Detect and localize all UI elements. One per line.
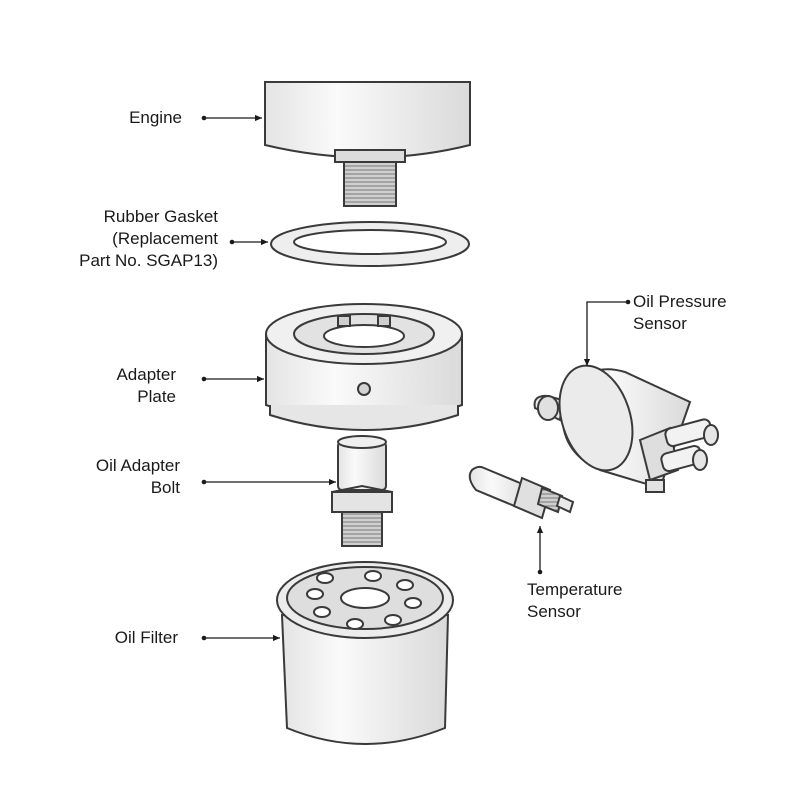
adapter-plate-label: Adapter Plate xyxy=(80,364,176,408)
adapter-plate-label-line-1: Adapter xyxy=(116,365,176,384)
temperature-sensor-part xyxy=(468,465,575,520)
pressure-sensor-label-line-1: Oil Pressure xyxy=(633,292,727,311)
gasket-part xyxy=(270,221,470,267)
gasket-label-line-2: (Replacement xyxy=(112,229,218,248)
adapter-bolt-part xyxy=(331,435,393,547)
adapter-bolt-label-line-2: Bolt xyxy=(150,478,180,497)
gasket-label-line-3: Part No. SGAP13) xyxy=(79,251,218,270)
engine-label: Engine xyxy=(100,107,182,129)
pressure-sensor-label-line-2: Sensor xyxy=(633,314,687,333)
temperature-sensor-label-line-2: Sensor xyxy=(527,602,581,621)
adapter-bolt-label-line-1: Oil Adapter xyxy=(95,456,180,475)
oil-filter-label: Oil Filter xyxy=(80,627,178,649)
leader-lines xyxy=(204,114,628,642)
gasket-label-line-1: Rubber Gasket xyxy=(103,207,218,226)
pressure-sensor-part xyxy=(533,364,719,493)
temperature-sensor-label: Temperature Sensor xyxy=(527,579,667,623)
pressure-sensor-label: Oil Pressure Sensor xyxy=(633,291,773,335)
gasket-label: Rubber Gasket (Replacement Part No. SGAP… xyxy=(40,206,218,272)
adapter-plate-label-line-2: Plate xyxy=(137,387,176,406)
adapter-bolt-label: Oil Adapter Bolt xyxy=(60,455,180,499)
oil-filter-part xyxy=(276,561,454,745)
oil-filter-label-line: Oil Filter xyxy=(114,628,178,647)
engine-label-line: Engine xyxy=(129,108,182,127)
temperature-sensor-label-line-1: Temperature xyxy=(527,580,623,599)
engine-part xyxy=(264,81,471,207)
adapter-plate-part xyxy=(265,303,463,431)
pressure-sensor-leader xyxy=(583,301,628,366)
